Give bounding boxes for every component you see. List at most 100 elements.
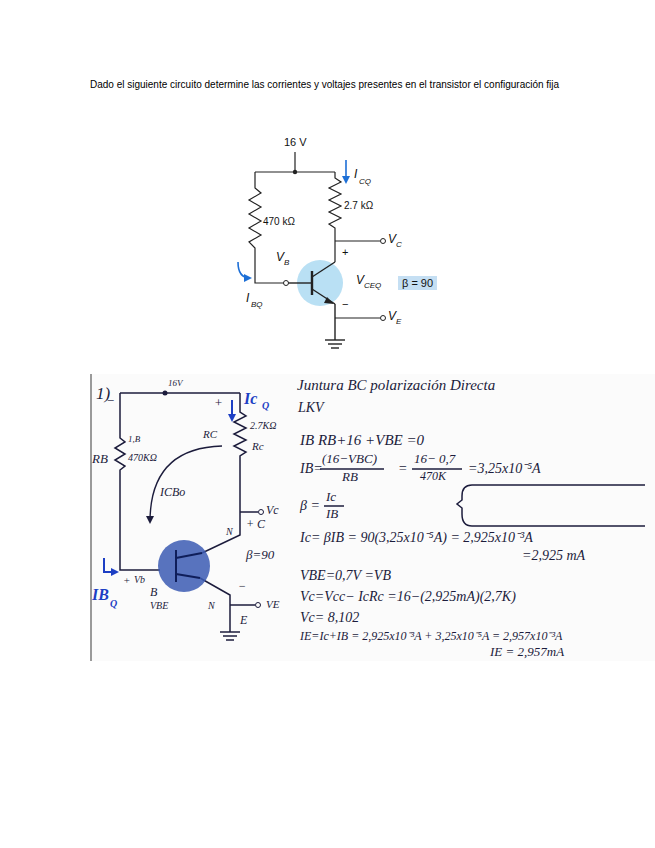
circuit-label: B [284,258,289,267]
drawing-part [223,635,237,637]
handwritten-text: B [150,586,157,600]
handwritten-text: VE [266,598,279,611]
drawing-part [240,511,258,513]
handwritten-text: 16− 0,7 [414,452,455,467]
circuit-label: V [276,251,284,265]
drawing-part [329,172,341,262]
handwritten-text: IE=Ic+IB = 2,925x10⁻³A + 3,25x10⁻⁵A = 2,… [300,630,562,644]
handwritten-text: − [238,580,246,594]
handwritten-text: β = [300,498,320,514]
terminal [381,316,386,321]
circuit-label: V [356,274,364,288]
circuit-label: I [354,168,357,182]
handwritten-text: IE = 2,957mA [490,645,564,660]
photo-ground [91,374,655,661]
circuit-label: I [246,292,249,306]
circuit-label: CEQ [364,281,381,290]
drawing-part [312,262,335,277]
drawing-part [312,289,335,304]
terminal [381,239,386,244]
drawing-part [220,631,240,633]
handwritten-text: Ic= βIB = 90(3,25x10⁻⁵A) = 2,925x10⁻³A [300,530,533,546]
circuit-label: BQ [251,300,263,309]
handwritten-text: Vc=Vcc− IcRc =16−(2,925mA)(2,7K) [300,589,516,605]
drawing-part [335,240,380,241]
handwritten-text: Vc [266,504,279,518]
drawing-part [335,317,380,318]
drawing-part [294,152,295,172]
handwritten-text: N [226,526,233,538]
handwritten-text: 16V [168,378,183,388]
current-arrow [150,446,222,522]
drawing-part [249,172,285,283]
drawing-part [175,550,177,582]
emitter-arrow [324,297,334,304]
handwritten-text: + [214,396,223,411]
page-title: Dado el siguiente circuito determine las… [90,76,570,93]
handwritten-text: 470KΩ [128,452,157,464]
handwritten-text: IB [326,507,338,522]
circuit-label: + [342,246,348,259]
handwritten-text: 1,B [128,434,140,444]
drawing-part [288,282,312,283]
handwritten-text: E [240,614,247,628]
terminal [284,281,289,286]
handwritten-text: 2.7KΩ [250,420,276,432]
drawing-part [226,639,234,641]
handwritten-text: + C [246,518,265,532]
handwritten-text: ICBo [160,486,185,500]
current-arrow [231,400,233,420]
handwritten-text: Q [262,400,269,412]
handwritten-text: RB [92,452,108,467]
handwritten-text: (16−VBC) [322,452,377,467]
handwritten-text: 470K [420,470,446,484]
circuit-label: 2.7 kΩ [344,200,373,212]
current-arrow [238,262,250,278]
handwritten-text: Q [110,598,117,610]
handwritten-text: IB= [300,461,323,477]
transistor-symbol [288,262,345,348]
circuit-label: E [396,317,401,326]
circuit-wires [249,152,380,318]
drawing-part [176,553,202,558]
handwritten-text: Rc [252,440,264,453]
handwritten-text: Ic [244,390,257,408]
handwritten-text: Juntura BC polarización Directa [297,377,495,394]
circuit-label: C [396,240,402,249]
junction-dot [163,391,168,396]
parameter-box: β = 90 [398,276,437,290]
hand-wires [115,393,645,640]
drawing-part [325,339,345,340]
drawing-part [331,347,339,348]
handwritten-text: + [123,574,130,587]
handwritten-text: Ic [326,490,336,505]
terminal [259,510,264,515]
drawing-part [202,393,246,553]
handwritten-text: N [208,600,215,612]
current-arrow [104,558,117,572]
circuit-label: 470 kΩ [263,216,295,228]
handwritten-text: RC [203,428,217,441]
circuit-label: CQ [359,177,371,186]
handwritten-text: = [398,461,407,477]
drawing-part [334,304,335,340]
parameter-text: β = 90 [402,277,433,289]
drawing-part [230,604,255,606]
handwritten-text: IB RB+16 +VBE =0 [300,432,424,449]
handwritten-text: VBE [150,600,168,612]
handwritten-text: Vb [134,574,145,586]
handwritten-text: =3,25x10⁻⁵A [468,461,541,477]
circuit-label: V [388,233,396,247]
drawing-part [328,343,342,344]
circuit-label: − [342,298,348,311]
current-arrow [345,160,347,182]
drawing-part [176,574,200,578]
transistor-symbol [176,550,202,582]
transistor-scribble [158,540,210,592]
drawing-part [311,271,313,295]
photo-edge [90,374,92,661]
handwritten-text: =2,925 mA [522,548,585,564]
handwritten-text: IB [92,586,109,604]
